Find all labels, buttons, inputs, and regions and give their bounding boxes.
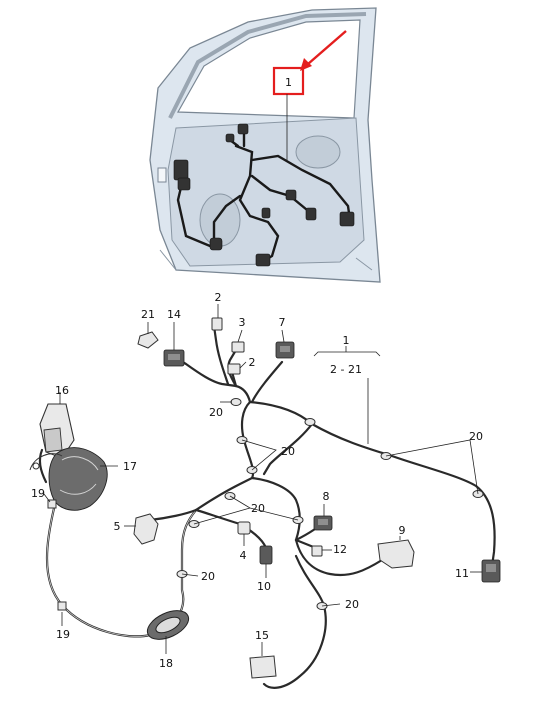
grommet-18 bbox=[146, 610, 190, 640]
label-range: 2 - 21 bbox=[330, 363, 362, 376]
label-16: 16 bbox=[55, 384, 69, 397]
label-20-e: 20 bbox=[201, 570, 215, 583]
callout-label: 1 bbox=[285, 76, 292, 89]
label-3: 3 bbox=[239, 316, 246, 329]
part-labels: 21 14 2 3 2 7 1 2 - 21 20 20 20 16 17 19… bbox=[31, 291, 483, 670]
label-15: 15 bbox=[255, 629, 269, 642]
label-19-top: 19 bbox=[31, 487, 45, 500]
label-20-f: 20 bbox=[345, 598, 359, 611]
label-18: 18 bbox=[159, 657, 173, 670]
label-4: 4 bbox=[240, 549, 247, 562]
label-20-d: 20 bbox=[251, 502, 265, 515]
label-2-mid: 2 bbox=[249, 356, 256, 369]
label-19-bottom: 19 bbox=[56, 628, 70, 641]
label-10: 10 bbox=[257, 580, 271, 593]
label-14: 14 bbox=[167, 308, 181, 321]
label-9: 9 bbox=[399, 524, 406, 537]
leader-lines bbox=[43, 304, 482, 656]
label-11: 11 bbox=[455, 567, 469, 580]
label-7: 7 bbox=[279, 316, 286, 329]
cable-ties-20 bbox=[176, 398, 484, 610]
label-12: 12 bbox=[333, 543, 347, 556]
door-grommet-16 bbox=[29, 403, 108, 511]
label-20-a: 20 bbox=[209, 406, 223, 419]
label-20-c: 20 bbox=[469, 430, 483, 443]
label-20-b: 20 bbox=[281, 445, 295, 458]
callout-1: 1 bbox=[272, 30, 347, 160]
label-21: 21 bbox=[141, 308, 155, 321]
label-17: 17 bbox=[123, 460, 137, 473]
label-8: 8 bbox=[323, 490, 330, 503]
door-illustration bbox=[149, 7, 381, 283]
label-5: 5 bbox=[114, 520, 121, 533]
label-2-top: 2 bbox=[215, 291, 222, 304]
label-1: 1 bbox=[343, 334, 350, 347]
harness-parts bbox=[29, 317, 501, 679]
